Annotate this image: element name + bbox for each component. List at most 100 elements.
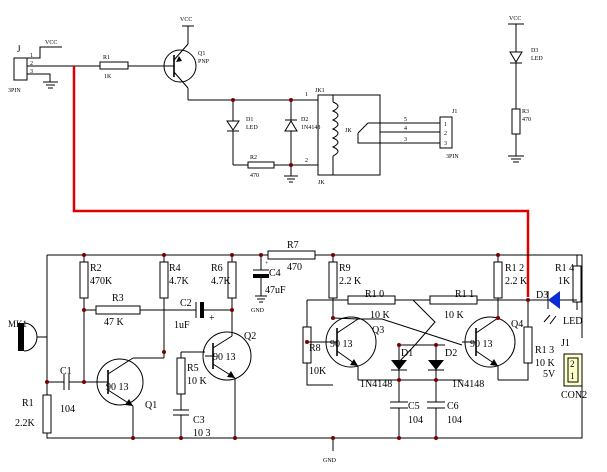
ground-symbol bbox=[43, 81, 58, 89]
resistor-r2-top-value: 470 bbox=[250, 173, 259, 179]
capacitor-c2-plus: + bbox=[209, 313, 215, 324]
connector-j: J 3PIN 1 2 3 VCC bbox=[8, 40, 100, 94]
connector-j-pin-2: 2 bbox=[30, 61, 33, 67]
resistor-r14: R1 4 1K bbox=[555, 255, 582, 310]
resistor-r3-value: 470 bbox=[522, 117, 531, 123]
junction-dots bbox=[45, 98, 530, 440]
capacitor-c2-ref: C2 bbox=[180, 298, 192, 309]
capacitor-c3: C3 10 3 bbox=[173, 409, 211, 439]
microphone-mk1-ref: MK1 bbox=[8, 319, 27, 329]
led-d1-top-ref: D1 bbox=[246, 117, 253, 123]
resistor-r4-value: 4.7K bbox=[169, 276, 190, 287]
led-d3-top-ref: D3 bbox=[531, 48, 538, 54]
led-d3-ref: D3 bbox=[536, 290, 548, 301]
connector-j1-pin-1: 1 bbox=[570, 371, 575, 381]
relay-coil bbox=[331, 101, 339, 157]
transistor-q2: 90 13 Q2 bbox=[202, 331, 256, 438]
vcc-top-label: VCC bbox=[180, 17, 192, 23]
ground-symbol-relay bbox=[284, 165, 298, 183]
wire-j-vcc bbox=[27, 46, 62, 59]
capacitor-c4-value: 47uF bbox=[265, 285, 286, 296]
resistor-r3-ref: R3 bbox=[522, 109, 529, 115]
transistor-q1-ref: Q1 bbox=[198, 51, 205, 57]
transistor-q2-type: 90 13 bbox=[213, 352, 236, 363]
indicator-led-branch: VCC D3 LED R3 470 bbox=[508, 16, 543, 163]
resistor-r12-ref: R1 2 bbox=[505, 263, 524, 274]
red-link-wire bbox=[72, 66, 530, 297]
microphone-mk1: MK1 bbox=[8, 319, 47, 352]
resistor-r11-ref: R1 1 bbox=[455, 289, 474, 300]
relay-switch-blade bbox=[357, 122, 369, 134]
cross-wire-b bbox=[358, 318, 463, 346]
transistor-q1-pnp: Q1 PNP VCC bbox=[163, 17, 210, 100]
resistor-r1-top-value: 1K bbox=[104, 74, 112, 80]
resistor-r1-value: 2.2K bbox=[15, 418, 36, 429]
cross-wire-a bbox=[412, 299, 436, 346]
connector-j1-ref: J1 bbox=[561, 338, 570, 349]
resistor-r1: R1 2.2K bbox=[15, 394, 52, 434]
relay-jk1-bottom-label: JK bbox=[318, 180, 325, 186]
resistor-r7: R7 470 bbox=[267, 240, 316, 273]
resistor-r6-value: 4.7K bbox=[211, 276, 232, 287]
resistor-r6-ref: R6 bbox=[211, 263, 223, 274]
resistor-r13: R1 3 10 K bbox=[498, 300, 556, 381]
led-d1-top: D1 LED bbox=[226, 100, 258, 165]
resistor-r10-value: 10 K bbox=[370, 310, 391, 321]
resistor-r9-value: 2.2 K bbox=[339, 276, 362, 287]
transistor-q1-type: PNP bbox=[198, 59, 210, 65]
connector-j-type: 3PIN bbox=[8, 88, 21, 94]
resistor-r5-ref: R5 bbox=[187, 363, 199, 374]
transistor-q1: 90 13 Q1 bbox=[96, 357, 164, 438]
resistor-r4-ref: R4 bbox=[169, 263, 181, 274]
transistor-q3-ref: Q3 bbox=[372, 325, 384, 336]
led-d3-value: LED bbox=[563, 316, 582, 327]
resistor-r13-value: 10 K bbox=[535, 358, 556, 369]
capacitor-c1-ref: C1 bbox=[60, 366, 72, 377]
gnd-c4-label: GND bbox=[251, 308, 265, 314]
resistor-r1-top: R1 1K bbox=[99, 55, 165, 80]
relay-jk1-pin-bottom: 2 bbox=[305, 158, 308, 164]
transistor-q4-ref: Q4 bbox=[511, 319, 523, 330]
transistor-q1-type: 90 13 bbox=[106, 382, 129, 393]
bottom-rail bbox=[46, 370, 583, 439]
resistor-r1-top-ref: R1 bbox=[103, 55, 110, 61]
resistor-r11: R1 1 10 K bbox=[413, 289, 528, 321]
capacitor-c5: C5 104 bbox=[390, 380, 423, 438]
led-d3-top-value: LED bbox=[531, 56, 543, 62]
resistor-r7-ref: R7 bbox=[287, 240, 299, 251]
connector-j1-supply: 5V bbox=[543, 369, 556, 380]
resistor-r10: R1 0 10 K bbox=[307, 289, 413, 321]
diode-d1-value: 1N4148 bbox=[360, 379, 392, 390]
connector-j1-top: J1 3PIN 1 2 3 bbox=[439, 109, 459, 160]
connector-j-vcc-label: VCC bbox=[45, 40, 57, 46]
transistor-q3-type: 90 13 bbox=[330, 339, 353, 350]
resistor-r2-top: R2 470 bbox=[233, 155, 318, 179]
resistor-r3-body bbox=[511, 108, 521, 135]
resistor-r8: R8 10K bbox=[302, 300, 333, 386]
ground-bottom: GND bbox=[323, 438, 337, 464]
led-d3: D3 LED bbox=[528, 290, 582, 327]
connector-j1-top-type: 3PIN bbox=[446, 154, 459, 160]
resistor-r7-value: 470 bbox=[287, 262, 302, 273]
led-d1-top-value: LED bbox=[246, 125, 258, 131]
transistor-q4-type: 90 13 bbox=[470, 339, 493, 350]
resistor-r6: R6 4.7K bbox=[211, 255, 237, 310]
diode-d2-top: D2 1N4148 bbox=[284, 100, 320, 165]
capacitor-c6-value: 104 bbox=[447, 415, 462, 426]
capacitor-c3-value: 10 3 bbox=[193, 428, 211, 439]
capacitor-c2-value: 1uF bbox=[174, 320, 190, 331]
diode-d2-top-ref: D2 bbox=[301, 117, 308, 123]
connector-j-ref: J bbox=[17, 44, 21, 54]
capacitor-c1-value: 104 bbox=[60, 404, 75, 415]
clap-switch-circuit: MK1 R1 2.2K C1 104 R2 470K bbox=[8, 98, 587, 464]
diode-d1: D1 1N4148 bbox=[360, 345, 413, 390]
resistor-r12-value: 2.2 K bbox=[505, 276, 528, 287]
transistor-q4: 90 13 Q4 bbox=[462, 316, 523, 380]
transistor-q2-ref: Q2 bbox=[244, 331, 256, 342]
gnd-bottom-label: GND bbox=[323, 458, 337, 464]
transistor-q1-ref: Q1 bbox=[145, 400, 157, 411]
top-rail-right bbox=[315, 254, 583, 338]
resistor-r2-value: 470K bbox=[90, 276, 113, 287]
